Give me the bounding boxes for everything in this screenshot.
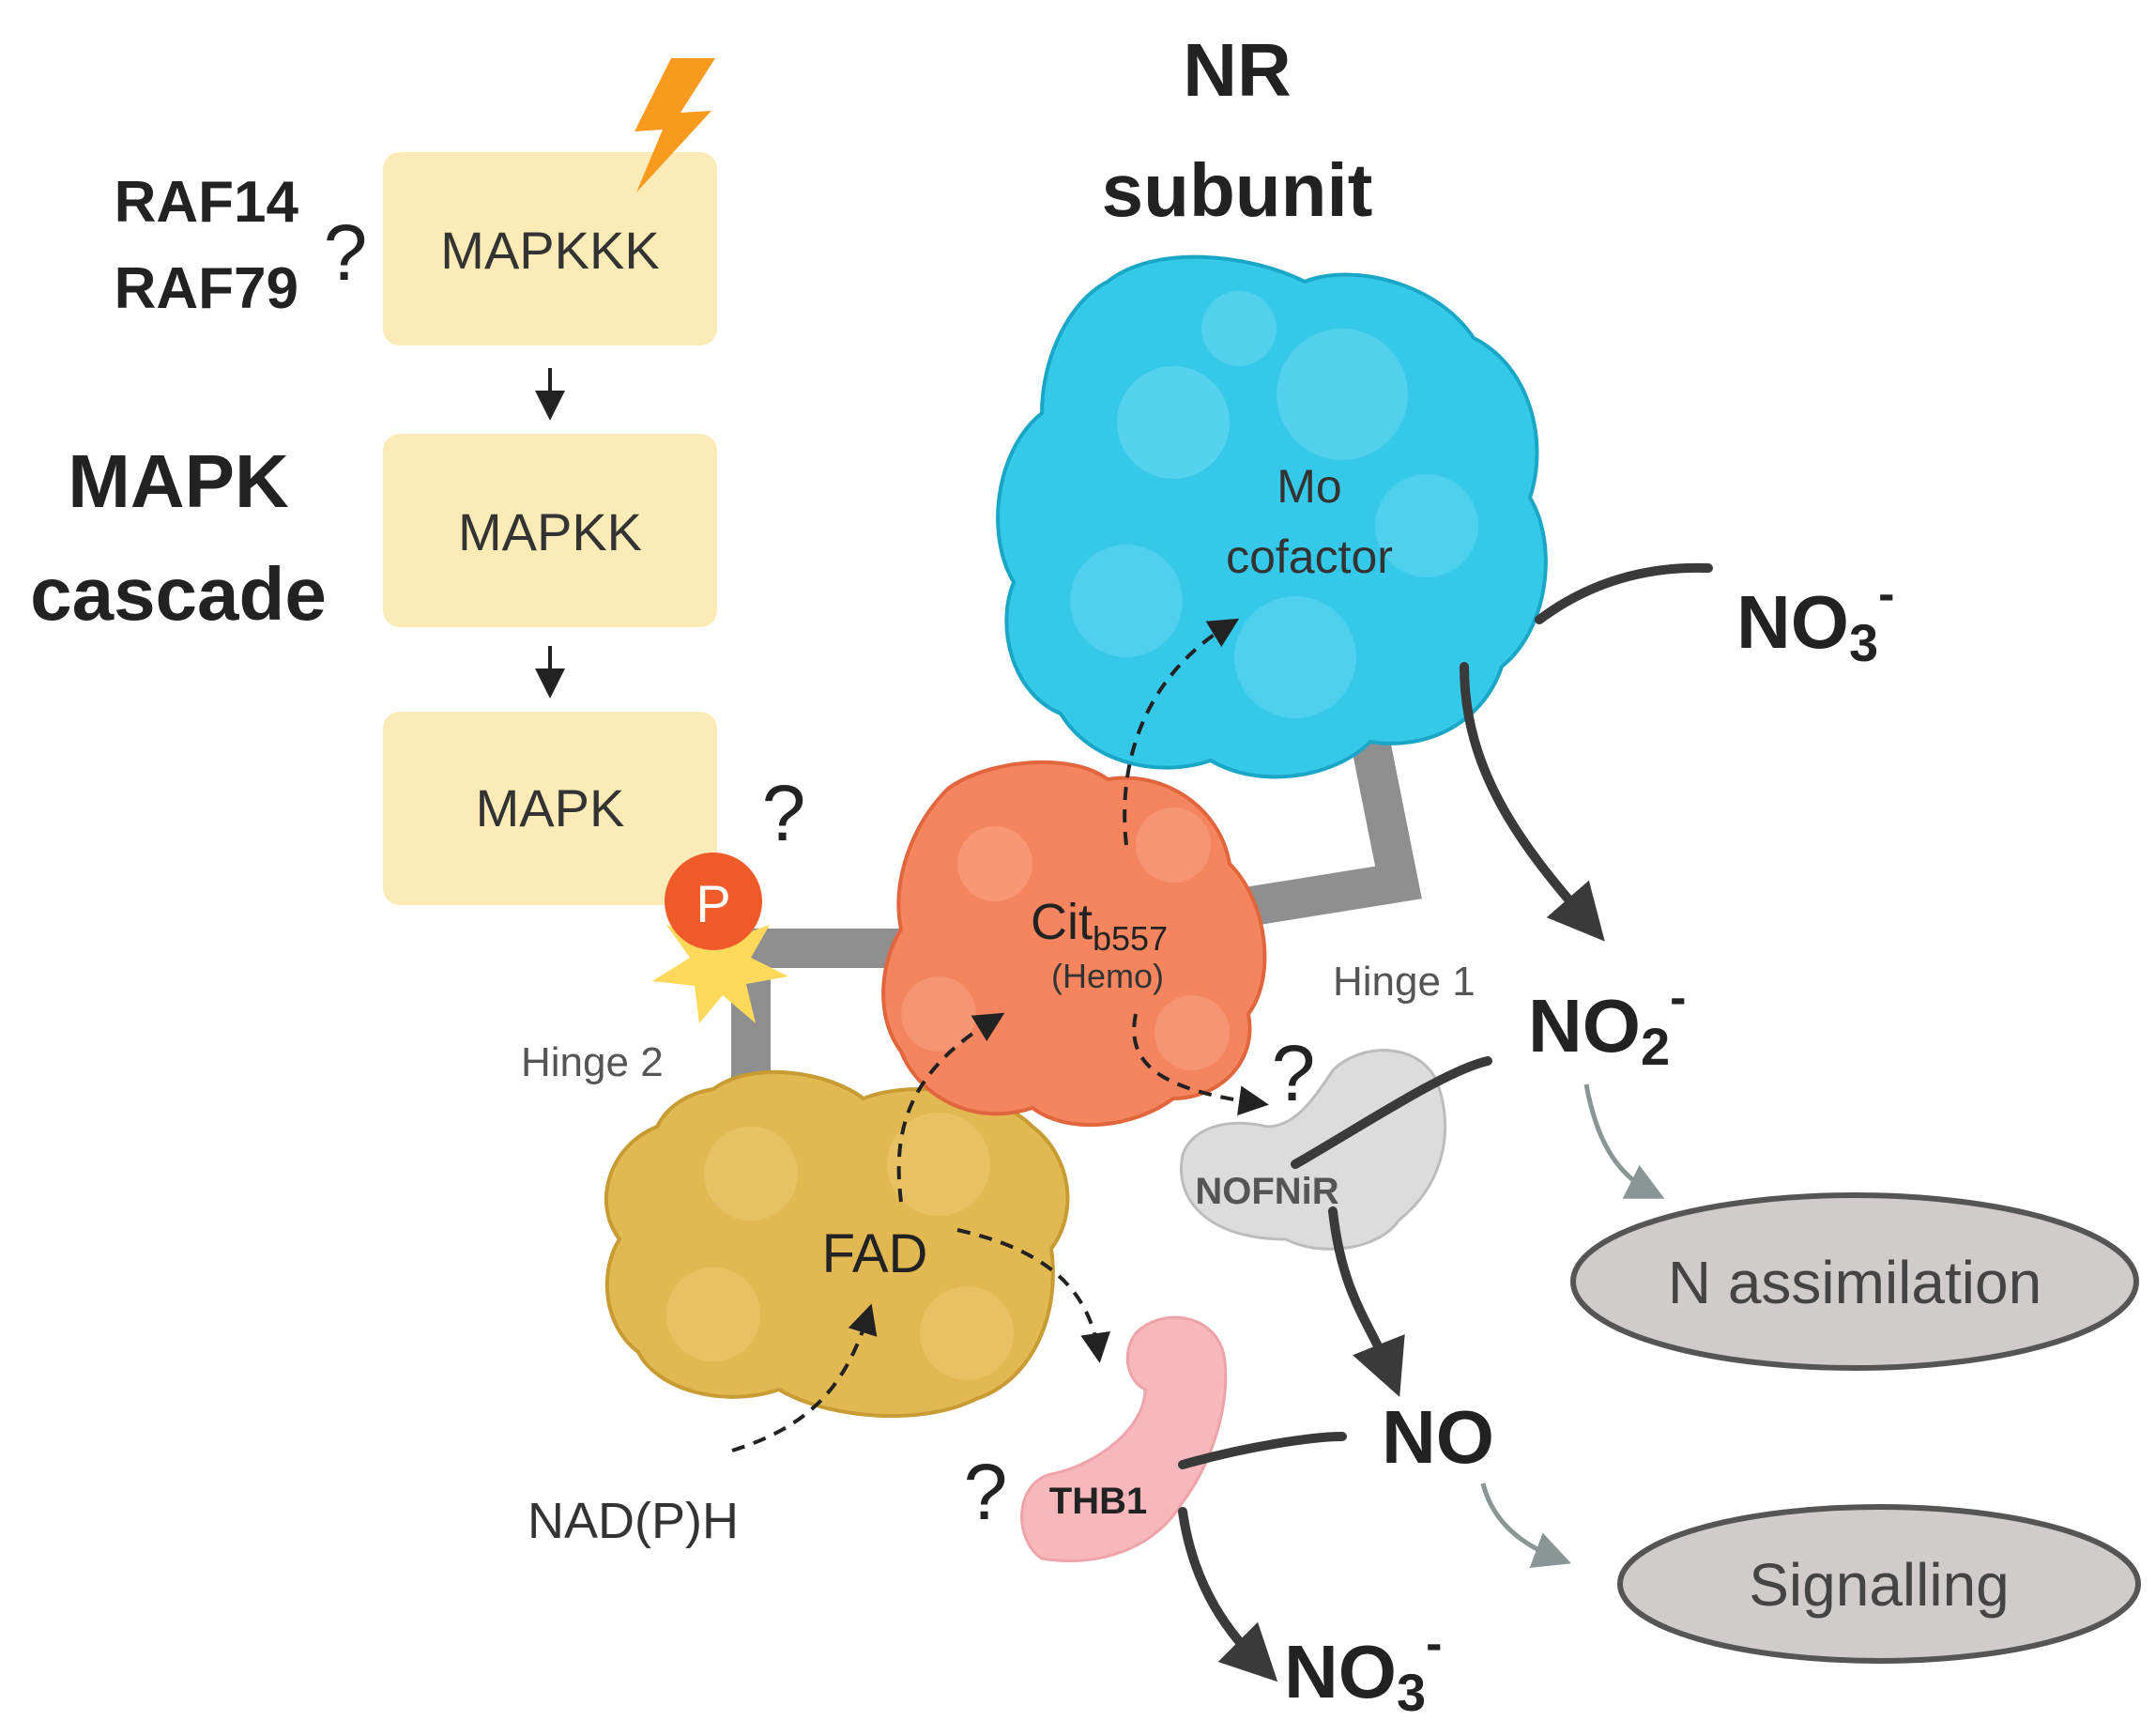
nitrite-label: NO2- (1528, 971, 1686, 1076)
n-assimilation-label: N assimilation (1668, 1249, 2041, 1316)
mo-cofactor-domain: Mo cofactor (996, 254, 1548, 779)
fad-domain: FAD (604, 1069, 1070, 1419)
phospho-icon (665, 853, 762, 950)
cytochrome-domain: Citb557 (Hemo) (881, 760, 1267, 1128)
cit-label: Citb557 (1031, 894, 1168, 958)
nofnir-question-mark: ? (1272, 1029, 1316, 1117)
phospho-label: P (696, 874, 730, 933)
cofactor-label: cofactor (1226, 530, 1393, 583)
outcome-arrows (1480, 1083, 1665, 1568)
raf79-label: RAF79 (115, 256, 298, 321)
cascade-title-line1: MAPK (68, 439, 289, 523)
hinge2-label: Hinge 2 (521, 1039, 664, 1085)
hinge1-label: Hinge 1 (1333, 959, 1476, 1005)
mapkkk-label: MAPKKK (440, 221, 659, 280)
lightning-icon (635, 58, 715, 192)
nitric-oxide-label: NO (1382, 1395, 1494, 1479)
hemo-label: (Hemo) (1051, 957, 1164, 995)
mapkk-box: MAPKK (383, 434, 717, 627)
nitrate-top-label: NO3- (1736, 567, 1894, 672)
mapk-box: MAPK (383, 712, 717, 905)
thb1-label: THB1 (1049, 1481, 1147, 1522)
fad-label: FAD (822, 1223, 928, 1284)
cascade-title-line2: cascade (30, 552, 327, 636)
nofnir-label: NOFNiR (1195, 1171, 1338, 1212)
raf-question-mark: ? (324, 208, 368, 297)
mo-label: Mo (1277, 460, 1341, 513)
reaction-arrows (1178, 562, 1713, 1682)
nadph-label: NAD(P)H (528, 1493, 739, 1549)
nr-title-line1: NR (1183, 28, 1292, 112)
nitrate-bottom-label: NO3- (1284, 1617, 1442, 1722)
mapkkk-box: MAPKKK (383, 152, 717, 346)
signalling-pill: Signalling (1617, 1504, 2141, 1664)
mapkk-label: MAPKK (458, 502, 642, 561)
signalling-label: Signalling (1749, 1551, 2010, 1619)
phosphorylation-site: P (652, 853, 788, 1023)
n-assimilation-pill: N assimilation (1570, 1192, 2139, 1371)
electron-transfer-arrows (731, 618, 1269, 1452)
raf14-label: RAF14 (115, 170, 299, 235)
thb1-question-mark: ? (964, 1448, 1008, 1536)
nr-title-line2: subunit (1102, 148, 1373, 232)
mapk-label: MAPK (476, 778, 625, 837)
thb1-protein: THB1 (1020, 1315, 1228, 1562)
phospho-question-mark: ? (762, 769, 806, 857)
